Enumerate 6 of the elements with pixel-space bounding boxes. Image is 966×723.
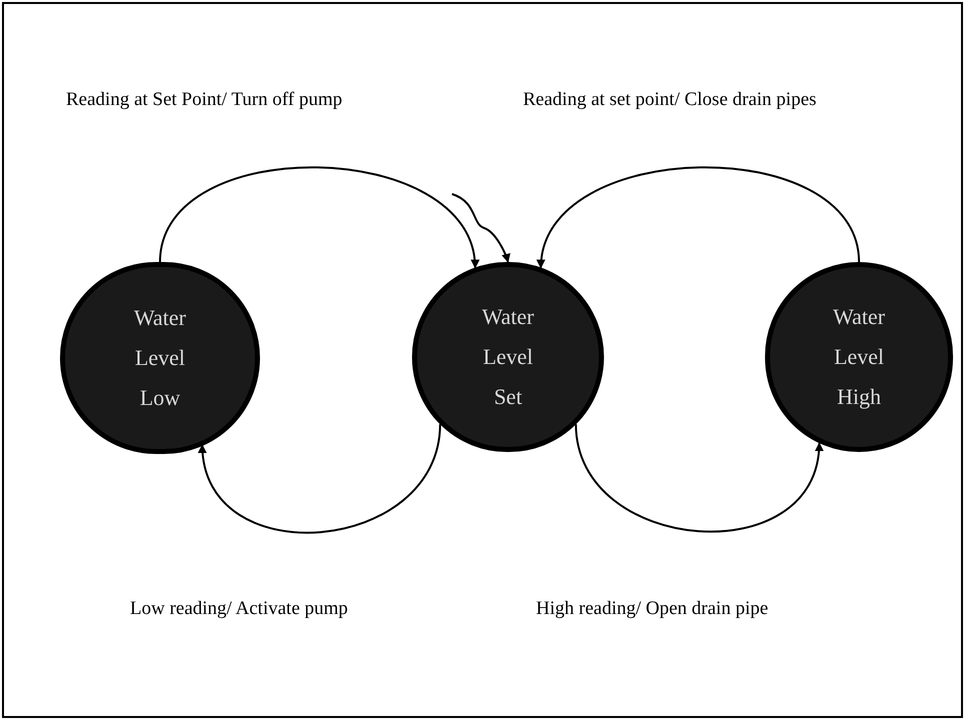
state-name: Water Level Set	[481, 303, 535, 411]
state-name: Water Level High	[832, 303, 886, 411]
state-name: Water Level Low	[133, 304, 187, 412]
transition-arrow	[452, 193, 510, 263]
transition-arrow	[574, 424, 822, 532]
transition-arrow	[199, 424, 442, 534]
